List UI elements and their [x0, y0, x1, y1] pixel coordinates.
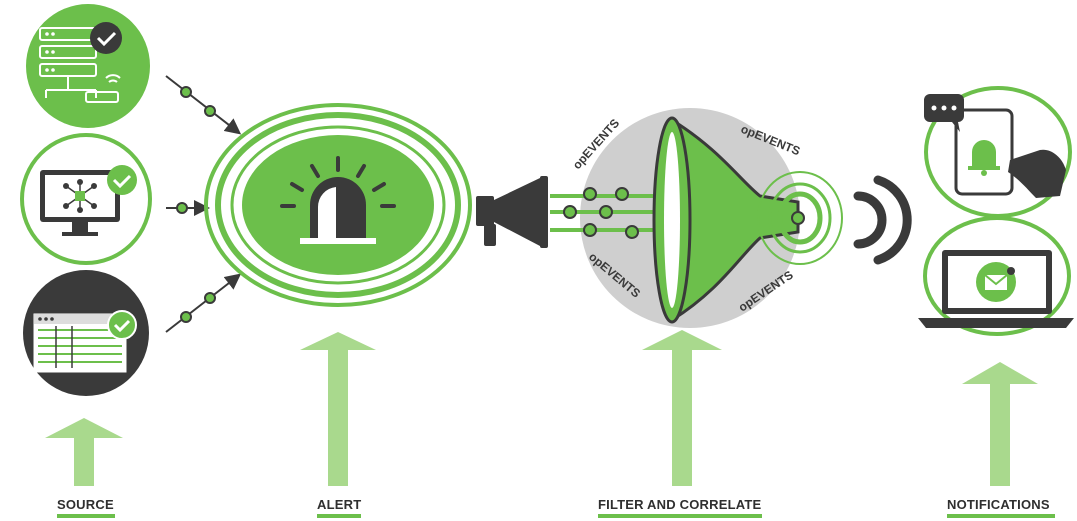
stage-underline-notifications [947, 514, 1055, 518]
stage-label-alert: ALERT [317, 497, 362, 512]
stage-up-arrows [45, 330, 1038, 486]
stage-label-source: SOURCE [57, 497, 114, 512]
notifications-up-arrow [962, 362, 1038, 486]
source-servers-icon [26, 4, 150, 128]
megaphone-icon [476, 176, 548, 248]
stage-label-notifications: NOTIFICATIONS [947, 497, 1050, 512]
funnel-filter-icon [550, 108, 843, 328]
source-up-arrow [45, 418, 123, 486]
source-connectors [165, 75, 242, 333]
source-spreadsheet-icon [23, 270, 149, 396]
connector-nodes [176, 86, 216, 323]
phone-notification-icon [924, 86, 1072, 218]
signal-waves-icon [853, 175, 912, 265]
stage-underline-source [57, 514, 115, 518]
alert-up-arrow [300, 332, 376, 486]
stage-underline-alert [317, 514, 361, 518]
source-monitor-icon [20, 133, 152, 265]
stage-underline-filter-and-correlate [598, 514, 762, 518]
alert-siren-icon [204, 103, 472, 307]
filter-up-arrow [642, 330, 722, 486]
laptop-email-icon [918, 216, 1074, 336]
stage-label-filter-and-correlate: FILTER AND CORRELATE [598, 497, 762, 512]
